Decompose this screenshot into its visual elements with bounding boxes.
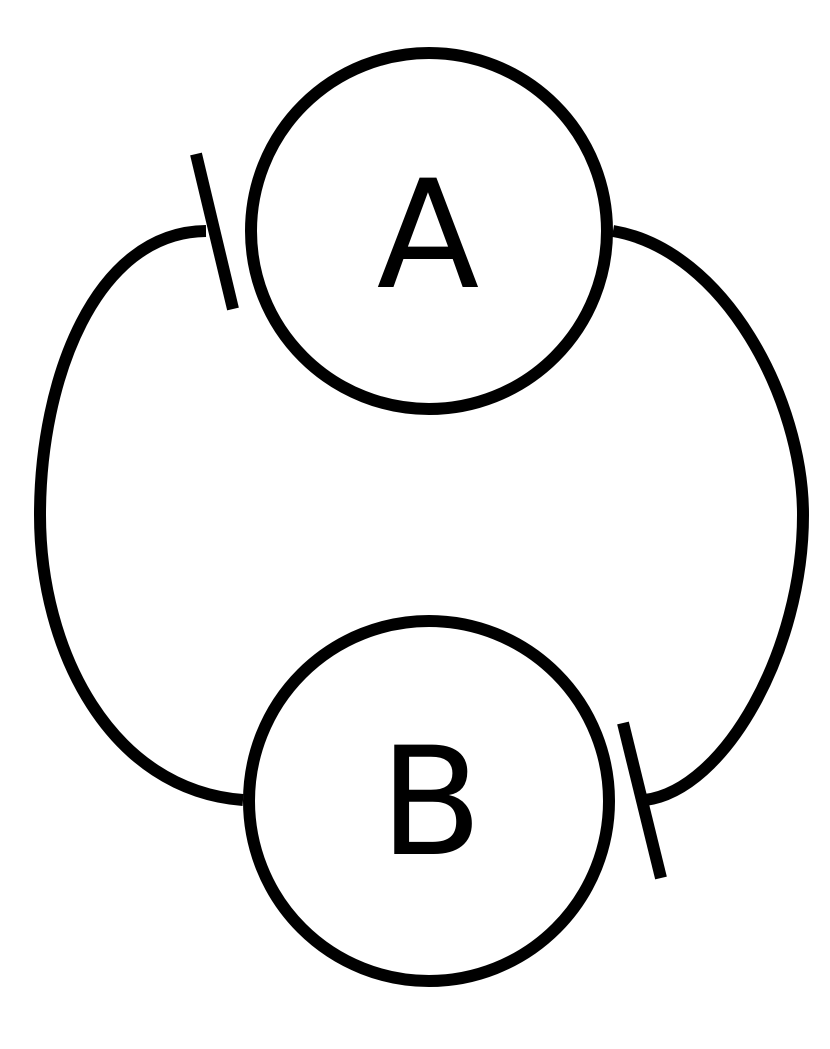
- edge-left-a-to-b: [33, 225, 244, 806]
- node-b-label: B: [380, 716, 483, 890]
- node-a: A: [245, 47, 613, 415]
- node-a-label: A: [377, 149, 480, 323]
- node-b: B: [243, 615, 615, 987]
- node-a-circle: [245, 47, 613, 415]
- break-mark-left: [190, 152, 239, 311]
- break-mark-right: [617, 721, 667, 880]
- edge-right-a-to-b: [611, 225, 810, 806]
- node-b-circle: [243, 615, 615, 987]
